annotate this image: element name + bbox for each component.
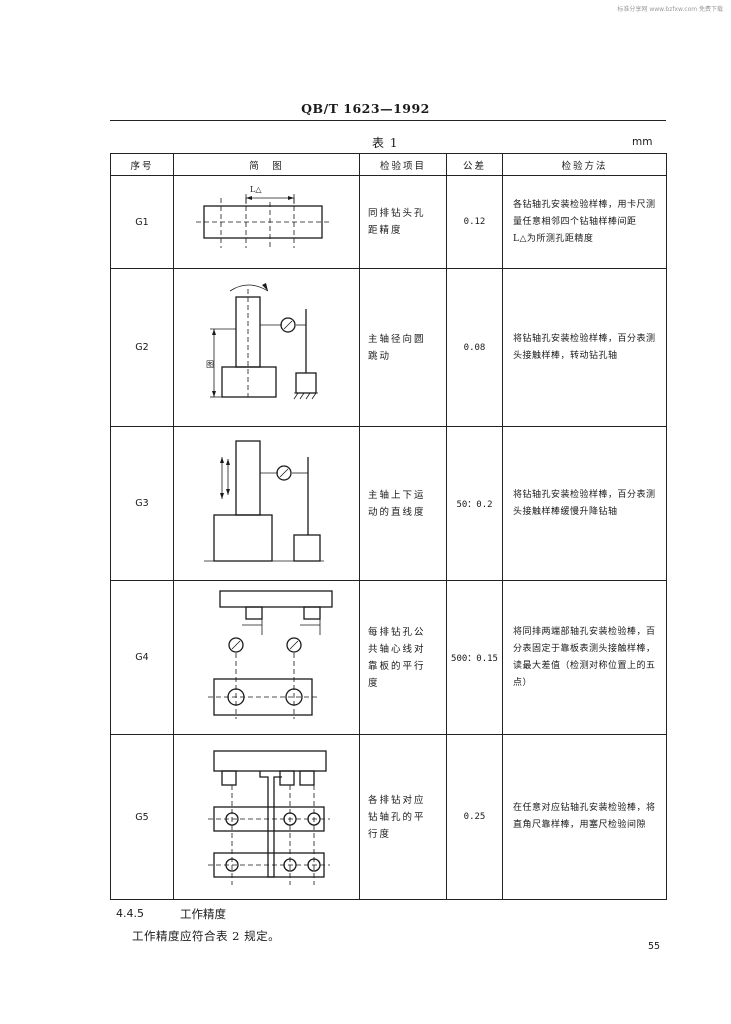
row-item: 各排钻对应钻轴孔的平行度 [359, 734, 447, 900]
section-paragraph: 工作精度应符合表 2 规定。 [132, 929, 281, 943]
page-number: 55 [648, 941, 661, 952]
watermark-text: 标准分享网 www.bzfxw.com 免费下载 [617, 6, 723, 13]
row-code: G2 [110, 268, 174, 427]
row-method: 将钻轴孔安装检验样棒，百分表测头接触样棒，转动钻孔轴 [502, 268, 667, 427]
document-standard-number: QB/T 1623—1992 [301, 101, 430, 116]
method-line: 将钻轴孔安装检验样棒，百分表测头接触样棒缓慢升降钻轴 [513, 489, 656, 517]
row-tolerance: 500：0.15 [446, 580, 503, 735]
row-code: G1 [110, 175, 174, 269]
row-item: 主轴径向圆跳动 [359, 268, 447, 427]
sketch-drill-row-parallelism [173, 734, 360, 900]
row-method: 各钻轴孔安装检验样棒，用卡尺测量任意相邻四个钻轴样棒间距 L△为所测孔距精度 [502, 175, 667, 269]
row-method: 在任意对应钻轴孔安装检验棒，将直角尺靠样棒，用塞尺检验间隙 [502, 734, 667, 900]
table-row: G5 [110, 734, 667, 900]
row-code: G3 [110, 426, 174, 581]
header-sketch: 简 图 [173, 153, 360, 176]
method-line: 将钻轴孔安装检验样棒，百分表测头接触样棒，转动钻孔轴 [513, 333, 656, 361]
row-code: G5 [110, 734, 174, 900]
header-item: 检验项目 [359, 153, 447, 176]
table-row: G4 [110, 580, 667, 735]
row-tolerance: 0.12 [446, 175, 503, 269]
row-code: G4 [110, 580, 174, 735]
row-item: 主轴上下运动的直线度 [359, 426, 447, 581]
row-method: 将同排两端部轴孔安装检验棒，百分表固定于靠板表测头接触样棒，读最大差值（检测对称… [502, 580, 667, 735]
table-row: G1 L△ 同排钻头孔距精度 0.12 [110, 175, 667, 269]
sketch-label-l-delta: L△ [250, 185, 262, 194]
header-code: 序号 [110, 153, 174, 176]
header-rule [110, 120, 666, 121]
sketch-vertical-straightness [173, 426, 360, 581]
row-tolerance: 0.25 [446, 734, 503, 900]
inspection-table: 序号 简 图 检验项目 公差 检验方法 G1 [110, 153, 667, 900]
row-method: 将钻轴孔安装检验样棒，百分表测头接触样棒缓慢升降钻轴 [502, 426, 667, 581]
table-row: G3 [110, 426, 667, 581]
method-line: 各钻轴孔安装检验样棒，用卡尺测量任意相邻四个钻轴样棒间距 [513, 199, 656, 227]
method-line: 在任意对应钻轴孔安装检验棒，将直角尺靠样棒，用塞尺检验间隙 [513, 803, 656, 830]
sketch-hole-spacing: L△ [173, 175, 360, 269]
table-unit: mm [632, 136, 653, 148]
section-number: 4.4.5 [116, 907, 144, 920]
table-row: G2 [110, 268, 667, 427]
sketch-axis-parallelism [173, 580, 360, 735]
table-title: 表 1 [372, 136, 399, 150]
section-title: 工作精度 [180, 907, 226, 921]
row-tolerance: 0.08 [446, 268, 503, 427]
row-item: 每排钻孔公共轴心线对靠板的平行度 [359, 580, 447, 735]
header-tolerance: 公差 [446, 153, 503, 176]
method-line: 将同排两端部轴孔安装检验棒，百分表固定于靠板表测头接触样棒，读最大差值（检测对称… [513, 626, 656, 688]
sketch-label-dimension: 图 [206, 360, 214, 369]
row-item: 同排钻头孔距精度 [359, 175, 447, 269]
row-tolerance: 50：0.2 [446, 426, 503, 581]
table-header-row: 序号 简 图 检验项目 公差 检验方法 [110, 153, 667, 176]
header-method: 检验方法 [502, 153, 667, 176]
sketch-radial-runout: 图 [173, 268, 360, 427]
method-line: L△为所测孔距精度 [513, 233, 594, 244]
